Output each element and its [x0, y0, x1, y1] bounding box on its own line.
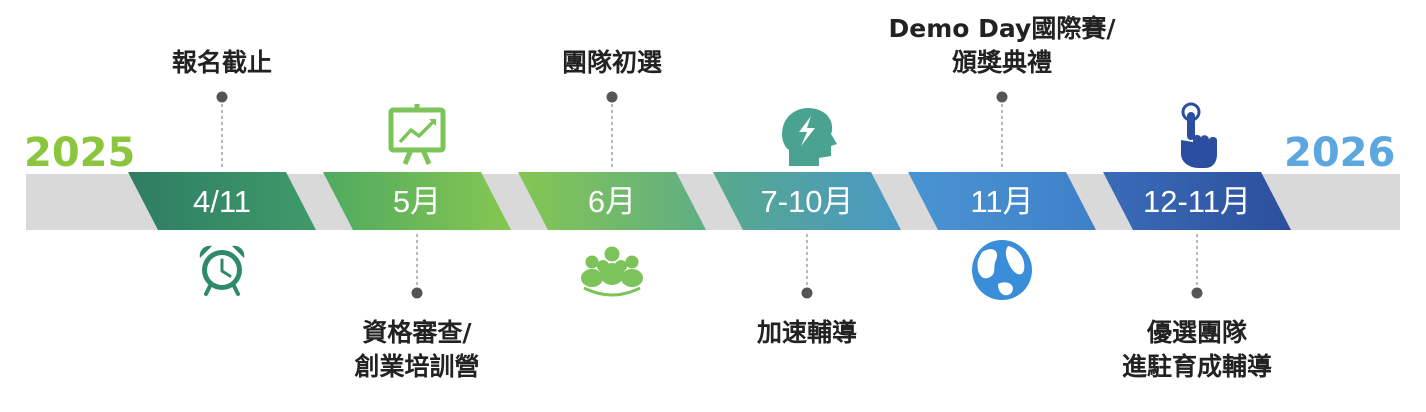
- milestone-segment: [323, 172, 511, 230]
- pointing-hand-icon: [1181, 102, 1217, 168]
- milestone-label-line: 團隊初選: [561, 48, 662, 77]
- milestone-segment: [518, 172, 706, 230]
- alarm-clock-icon: [199, 245, 245, 296]
- milestone-date: 4/11: [193, 184, 251, 219]
- milestone-label-line: Demo Day國際賽/: [888, 14, 1116, 43]
- globe-icon: [972, 240, 1032, 300]
- milestone-segment: [128, 172, 316, 230]
- milestone-segment: [908, 172, 1096, 230]
- milestone-label-line: 資格審查/: [362, 318, 472, 347]
- leader-dot: [606, 91, 618, 103]
- milestone-date: 12-11月: [1143, 184, 1251, 219]
- leader-dot: [996, 91, 1008, 103]
- milestone-label: 優選團隊進駐育成輔導: [1067, 316, 1327, 384]
- milestone-segment: [713, 172, 901, 230]
- leader-dot: [801, 287, 813, 299]
- leader-dot: [1191, 287, 1203, 299]
- milestone-label-line: 創業培訓營: [354, 352, 480, 381]
- year-start: 2025: [24, 130, 136, 176]
- milestone-label-line: 進駐育成輔導: [1121, 352, 1272, 381]
- milestone-segment: [1103, 172, 1291, 230]
- milestone-label: 報名截止: [92, 46, 352, 80]
- presentation-chart-icon: [388, 104, 446, 165]
- milestone-label-line: 優選團隊: [1146, 318, 1247, 347]
- head-lightning-icon: [782, 108, 837, 166]
- milestone-label-line: 報名截止: [171, 48, 272, 77]
- leader-dot: [216, 91, 228, 103]
- milestone-date: 6月: [588, 184, 636, 219]
- milestone-label: Demo Day國際賽/頒獎典禮: [872, 12, 1132, 80]
- milestone-label-line: 加速輔導: [756, 318, 857, 347]
- milestone-date: 7-10月: [760, 184, 853, 219]
- milestone-label: 資格審查/創業培訓營: [287, 316, 547, 384]
- milestone-label-line: 頒獎典禮: [951, 48, 1052, 77]
- milestone-date: 11月: [970, 184, 1033, 219]
- milestone-label: 加速輔導: [677, 316, 937, 350]
- milestone-date: 5月: [393, 184, 441, 219]
- milestone-label: 團隊初選: [482, 46, 742, 80]
- leader-dot: [411, 287, 423, 299]
- team-group-icon: [581, 246, 643, 297]
- year-end: 2026: [1284, 130, 1396, 176]
